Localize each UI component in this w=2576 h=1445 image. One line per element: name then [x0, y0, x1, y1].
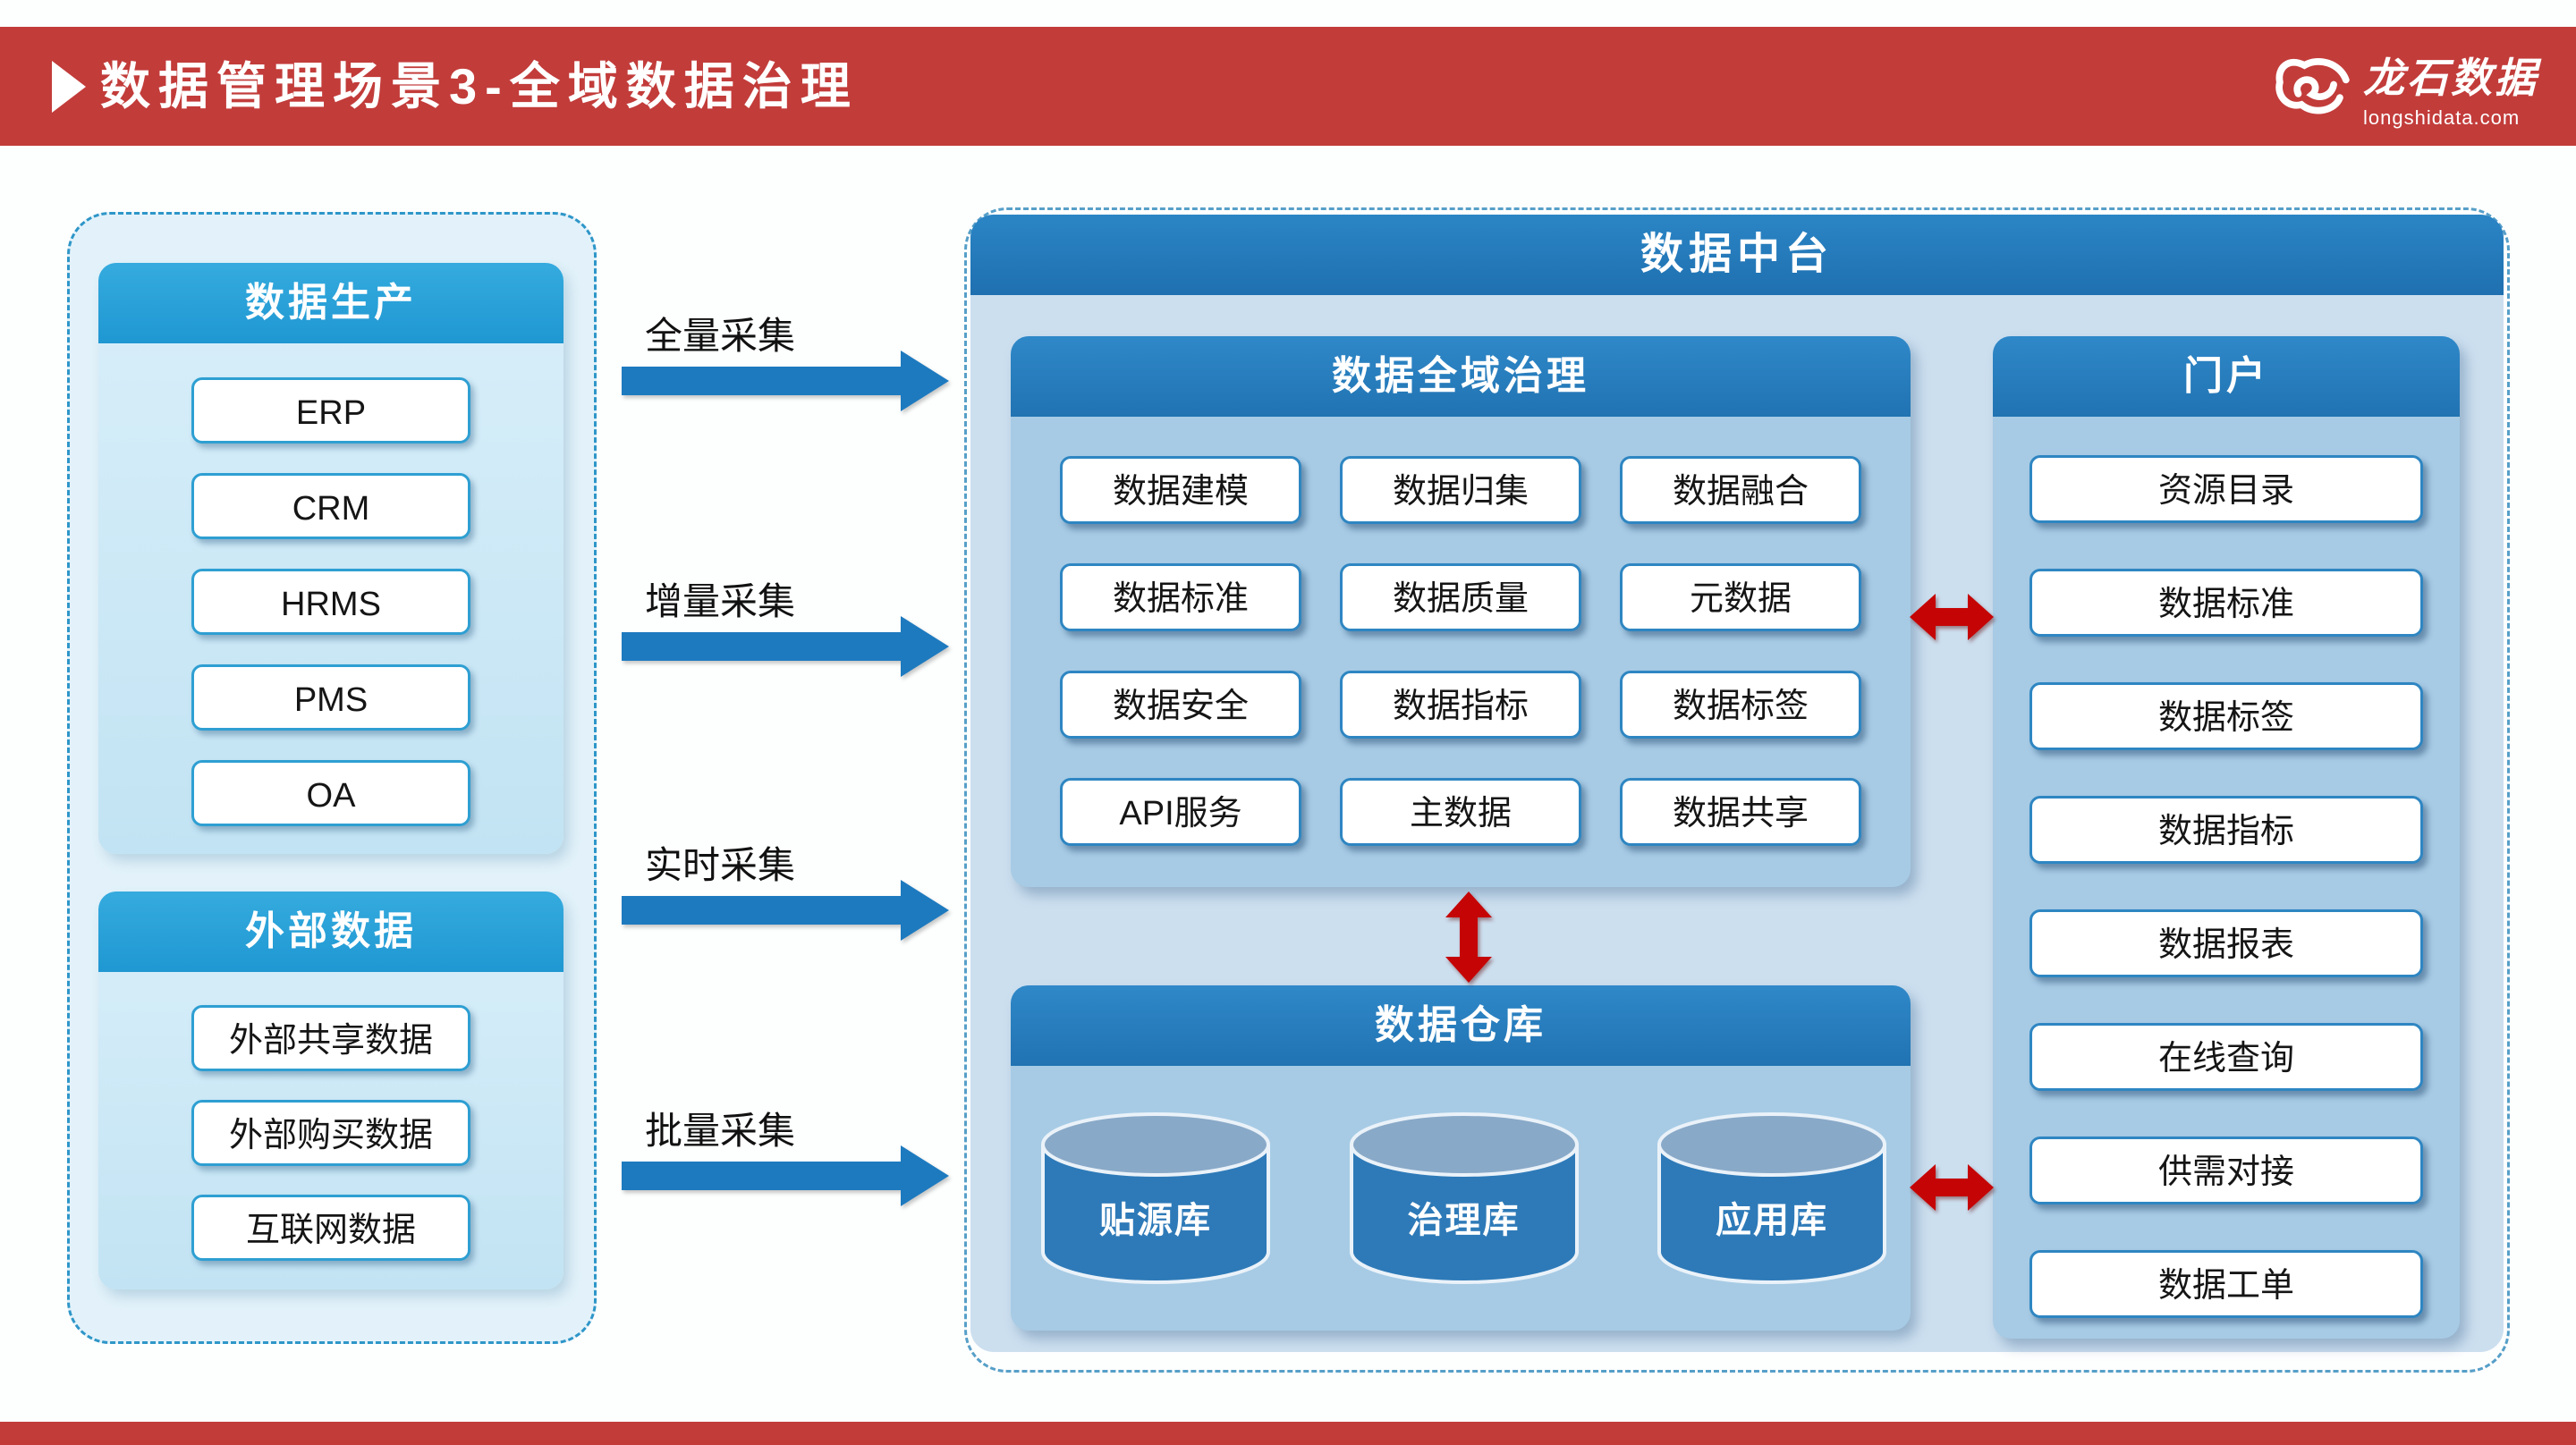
warehouse-panel: 数据仓库 贴源库 治理库 应用库 — [1011, 985, 1911, 1331]
logo-brand-name: 龙石数据 — [2363, 55, 2538, 101]
data-platform-panel — [964, 207, 2510, 1373]
governance-module: 数据融合 — [1620, 456, 1861, 524]
database-cylinder: 应用库 — [1656, 1109, 1888, 1291]
governance-module: 数据指标 — [1340, 671, 1581, 739]
portal-module: 数据报表 — [2029, 909, 2423, 977]
portal-module: 数据指标 — [2029, 796, 2423, 864]
source-system-item: PMS — [191, 664, 470, 731]
governance-panel: 数据全域治理 数据建模 数据归集 数据融合 数据标准 数据质量 元数据 数据安全… — [1011, 336, 1911, 887]
page-title: 数据管理场景3-全域数据治理 — [100, 58, 859, 114]
cylinder-label: 治理库 — [1407, 1201, 1521, 1240]
governance-module: 数据安全 — [1060, 671, 1301, 739]
database-cylinder: 贴源库 — [1039, 1109, 1272, 1291]
external-data-header: 外部数据 — [98, 892, 564, 972]
source-system-item: HRMS — [191, 569, 470, 635]
collection-flow-arrow — [622, 880, 949, 941]
cylinder-label: 贴源库 — [1099, 1201, 1212, 1240]
external-data-item: 外部购买数据 — [191, 1100, 470, 1166]
governance-module: API服务 — [1060, 778, 1301, 846]
governance-module: 主数据 — [1340, 778, 1581, 846]
external-data-item: 互联网数据 — [191, 1195, 470, 1261]
source-system-item: CRM — [191, 473, 470, 539]
portal-module: 数据标签 — [2029, 682, 2423, 750]
logo-domain-text: longshidata.com — [2363, 106, 2521, 129]
warehouse-portal-link-arrow — [1910, 1164, 1994, 1211]
collection-flow-arrow — [622, 616, 949, 677]
governance-module: 元数据 — [1620, 563, 1861, 631]
cylinder-icon — [1657, 1112, 1886, 1284]
cylinder-icon — [1349, 1112, 1579, 1284]
external-data-panel: 外部数据 外部共享数据 外部购买数据 互联网数据 — [98, 892, 564, 1289]
portal-panel: 门户 资源目录 数据标准 数据标签 数据指标 数据报表 在线查询 供需对接 数据… — [1993, 336, 2460, 1339]
title-arrow-icon — [52, 61, 86, 113]
portal-module: 数据标准 — [2029, 569, 2423, 637]
governance-portal-link-arrow — [1910, 594, 1994, 640]
title-banner: 数据管理场景3-全域数据治理 龙石数据 longshidata.com — [0, 27, 2576, 146]
collection-label: 批量采集 — [644, 1110, 795, 1152]
governance-module: 数据建模 — [1060, 456, 1301, 524]
portal-module: 数据工单 — [2029, 1250, 2423, 1318]
warehouse-header: 数据仓库 — [1011, 985, 1911, 1066]
collection-label: 全量采集 — [644, 315, 795, 357]
collection-label: 增量采集 — [644, 580, 795, 622]
bottom-accent-strip — [0, 1422, 2576, 1445]
governance-module: 数据标签 — [1620, 671, 1861, 739]
governance-module: 数据质量 — [1340, 563, 1581, 631]
brand-logo: 龙石数据 longshidata.com — [2274, 43, 2538, 132]
collection-label: 实时采集 — [644, 844, 795, 886]
data-platform-header: 数据中台 — [970, 215, 2504, 295]
source-system-item: OA — [191, 760, 470, 826]
portal-module: 供需对接 — [2029, 1137, 2423, 1204]
collection-flow-arrow — [622, 1145, 949, 1206]
portal-module: 在线查询 — [2029, 1023, 2423, 1091]
external-data-item: 外部共享数据 — [191, 1005, 470, 1071]
governance-header: 数据全域治理 — [1011, 336, 1911, 417]
governance-module: 数据标准 — [1060, 563, 1301, 631]
portal-module: 资源目录 — [2029, 455, 2423, 523]
governance-module: 数据共享 — [1620, 778, 1861, 846]
governance-warehouse-link-arrow — [1445, 892, 1492, 983]
cylinder-label: 应用库 — [1716, 1201, 1828, 1240]
governance-module: 数据归集 — [1340, 456, 1581, 524]
data-production-panel: 数据生产 ERP CRM HRMS PMS OA — [98, 263, 564, 854]
logo-cloud-icon — [2275, 58, 2350, 114]
portal-header: 门户 — [1993, 336, 2460, 417]
database-cylinder: 治理库 — [1348, 1109, 1580, 1291]
cylinder-icon — [1041, 1112, 1270, 1284]
collection-flow-arrow — [622, 351, 949, 411]
data-production-header: 数据生产 — [98, 263, 564, 343]
source-system-item: ERP — [191, 377, 470, 444]
